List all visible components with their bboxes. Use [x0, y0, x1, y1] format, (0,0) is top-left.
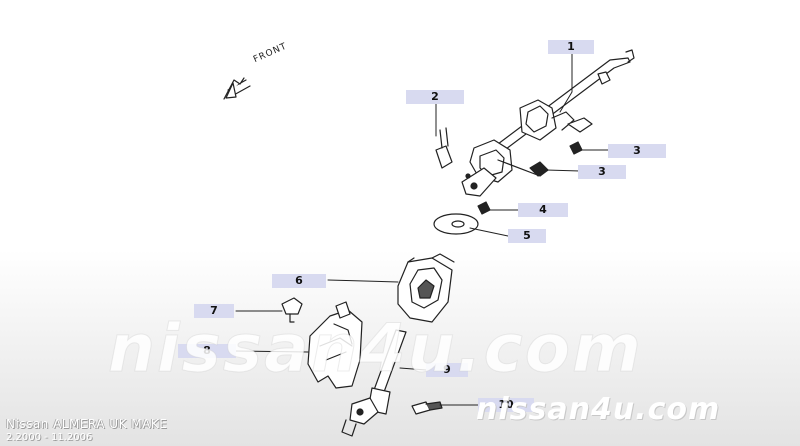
callout-2[interactable]: 2 [406, 90, 464, 104]
nut-upper-part[interactable] [569, 141, 583, 155]
washer-part[interactable] [433, 213, 479, 235]
brand-logo-text: nissan4u.com [476, 392, 721, 427]
front-arrow-icon [223, 77, 251, 100]
callout-3-lower[interactable]: 3 [578, 165, 626, 179]
joint-bolt-part[interactable] [411, 401, 443, 415]
callout-10[interactable]: 10 [478, 398, 534, 412]
lower-joint-part[interactable] [341, 329, 407, 437]
callout-6[interactable]: 6 [272, 274, 326, 288]
hole-cover-part[interactable] [397, 253, 455, 323]
callout-3-upper[interactable]: 3 [608, 144, 666, 158]
callout-9[interactable]: 9 [426, 363, 468, 377]
steering-column-part[interactable] [461, 49, 635, 197]
callout-4[interactable]: 4 [518, 203, 568, 217]
model-date-range: 2.2000 - 11.2006 [6, 432, 93, 443]
lower-cover-part[interactable] [307, 301, 363, 389]
model-title: Nissan ALMERA UK MAKE [6, 417, 168, 431]
watermark: nissan4u.com [108, 310, 643, 388]
clip-part[interactable] [281, 297, 303, 323]
nut-lower-part[interactable] [529, 161, 549, 177]
callout-7[interactable]: 7 [194, 304, 234, 318]
nut-4-part[interactable] [477, 201, 491, 215]
callout-1[interactable]: 1 [548, 40, 594, 54]
leader-lines [233, 51, 621, 406]
bolt-part[interactable] [435, 127, 453, 169]
callout-8[interactable]: 8 [178, 344, 236, 358]
callout-5[interactable]: 5 [508, 229, 546, 243]
